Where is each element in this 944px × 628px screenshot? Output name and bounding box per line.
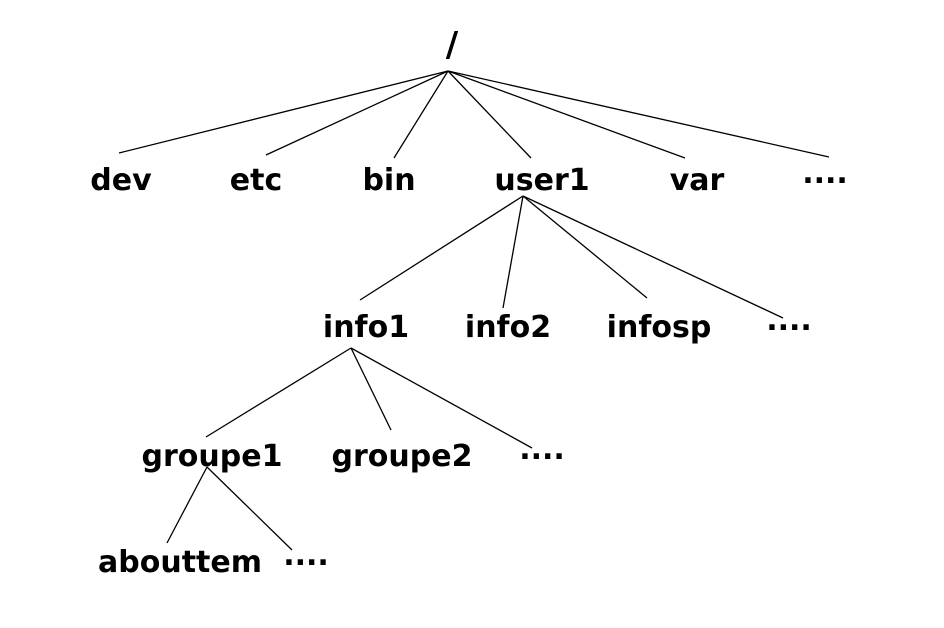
edge-user1-infosp: [522, 195, 648, 299]
node-bin: bin: [362, 163, 416, 198]
edge-user1-info2: [502, 195, 524, 309]
edge-groupe1-more4: [206, 466, 293, 551]
node-infosp: infosp: [606, 310, 712, 345]
edge-root-more1: [447, 70, 830, 158]
node-ellipsis-4: ....: [283, 538, 329, 573]
node-dev: dev: [90, 163, 152, 198]
edge-root-user1: [447, 70, 532, 159]
node-var: var: [669, 163, 725, 198]
edge-user1-info1: [359, 195, 524, 301]
edge-root-etc: [265, 70, 449, 156]
node-ellipsis-2: ....: [766, 303, 812, 338]
node-groupe1: groupe1: [141, 439, 283, 474]
node-etc: etc: [229, 163, 283, 198]
node-info1: info1: [322, 310, 410, 345]
edge-root-bin: [393, 70, 449, 159]
edge-groupe1-abouttem: [166, 466, 208, 544]
node-info2: info2: [464, 310, 552, 345]
edge-info1-more3: [350, 347, 533, 449]
node-root: /: [445, 25, 459, 65]
node-user1: user1: [494, 163, 590, 198]
edge-root-var: [447, 70, 686, 159]
edge-info1-groupe1: [205, 347, 352, 438]
edge-info1-groupe2: [350, 347, 392, 431]
edge-user1-more2: [522, 195, 784, 319]
node-groupe2: groupe2: [331, 439, 473, 474]
node-abouttem: abouttem: [98, 545, 262, 580]
node-ellipsis-1: ....: [802, 156, 848, 191]
node-ellipsis-3: ....: [519, 432, 565, 467]
edge-root-dev: [118, 70, 449, 154]
